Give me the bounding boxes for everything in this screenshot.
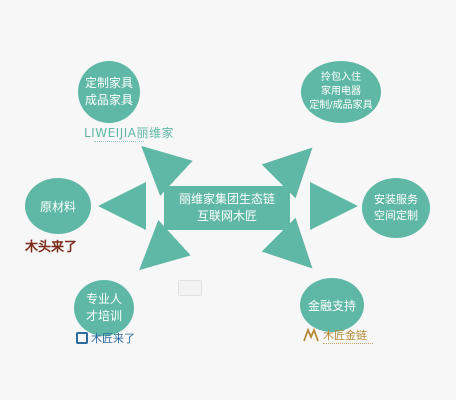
finance-logo: 木匠金链 [303, 327, 373, 344]
finance-node: 金融支持 [300, 278, 364, 332]
material-label: 原材料 [39, 199, 76, 214]
mujiang-logo-text: 木匠来了 [91, 332, 135, 345]
finance-mark-icon [303, 328, 319, 342]
install-node: 安装服务 空间定制 [362, 178, 430, 238]
move-in-line-2: 家用电器 [321, 86, 361, 97]
mutou-logo-text: 木头来了 [25, 240, 78, 255]
talent-line-2: 才培训 [85, 309, 122, 323]
center-line-1: 丽维家集团生态链 [178, 192, 275, 206]
mujiang-mark-icon [76, 332, 88, 344]
material-node: 原材料 [25, 178, 91, 234]
talent-line-1: 专业人 [85, 292, 122, 306]
center-line-2: 互联网木匠 [196, 209, 257, 223]
talent-node: 专业人 才培训 [74, 280, 134, 336]
finance-logo-text: 木匠金链 [323, 329, 367, 342]
liweijia-logo-underline [94, 141, 144, 143]
move-in-node: 拎包入住 家用电器 定制/成品家具 [301, 61, 381, 123]
arrow-to-talent [139, 219, 191, 271]
mujiang-logo: 木匠来了 [76, 330, 135, 346]
move-in-line-3: 定制/成品家具 [309, 100, 373, 111]
move-in-line-1: 拎包入住 [321, 72, 361, 83]
arrow-to-finance [261, 217, 313, 269]
liweijia-logo-text: LIWEIJIA丽维家 [84, 126, 174, 140]
finance-logo-underline [323, 343, 373, 345]
finance-label: 金融支持 [307, 298, 356, 313]
mutou-logo: 木头来了 [25, 236, 77, 255]
furniture-node: 定制家具 成品家具 [78, 61, 140, 123]
furniture-line-1: 定制家具 [84, 76, 133, 90]
arrow-to-move-in [261, 147, 313, 199]
furniture-line-2: 成品家具 [84, 93, 133, 107]
install-line-1: 安装服务 [374, 193, 418, 206]
center-node: 丽维家集团生态链 互联网木匠 [164, 186, 290, 230]
watermark-badge [178, 280, 202, 296]
liweijia-logo: LIWEIJIA丽维家 [84, 124, 174, 143]
install-line-2: 空间定制 [374, 209, 418, 222]
arrow-to-furniture [141, 145, 193, 197]
